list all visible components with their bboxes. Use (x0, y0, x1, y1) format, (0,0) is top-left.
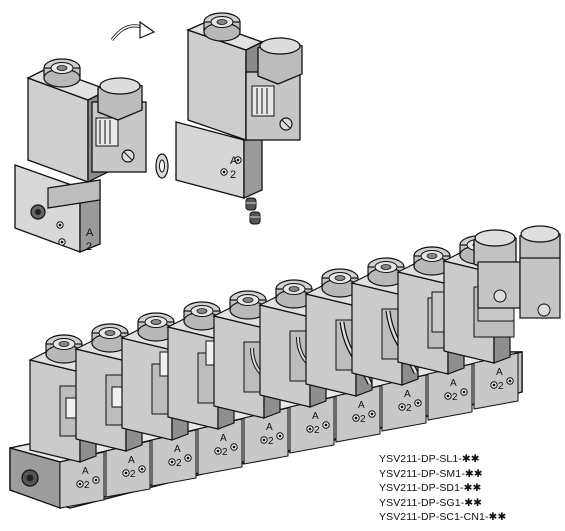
port-label-a-6: A (312, 411, 319, 422)
port-label-2-7: 2 (360, 414, 366, 425)
port-label-2-1: 2 (84, 480, 90, 491)
washer (155, 153, 169, 179)
port-label-a-3: A (174, 444, 181, 455)
model-number: YSV211-DP-SL1-✱✱ (379, 453, 480, 465)
port-label-2-6: 2 (314, 425, 320, 436)
model-number: YSV211-DP-SD1-✱✱ (379, 482, 482, 495)
port-label-a-10: A (496, 367, 503, 378)
port-label-a-7: A (358, 400, 365, 411)
rotation-arrow-icon (110, 20, 156, 41)
port-label-2-3: 2 (176, 458, 182, 469)
port-label-a-2: A (128, 455, 135, 466)
hex-coil-right (473, 225, 561, 319)
port-label-2-4: 2 (222, 447, 228, 458)
manifold-valves: A 2 A 2 A 2 (28, 235, 515, 491)
port-label-2-small: 2 (86, 241, 92, 253)
port-label-a-1: A (82, 466, 89, 477)
port-label-a-9: A (450, 378, 457, 389)
port-label-2-10: 2 (498, 381, 504, 392)
model-number: YSV211-DP-SG1-✱✱ (379, 496, 483, 509)
port-label-2-5: 2 (268, 436, 274, 447)
manifold-stations (59, 352, 519, 509)
model-number-list: YSV211-DP-SL1-✱✱ YSV211-DP-SM1-✱✱ YSV211… (379, 452, 506, 525)
port-label-2-8: 2 (406, 403, 412, 414)
single-valve-left: A 2 (14, 58, 147, 253)
port-label-2-9: 2 (452, 392, 458, 403)
port-label-2-2: 2 (130, 469, 136, 480)
model-number: YSV211-DP-SC1-CN1-✱✱ (379, 511, 507, 524)
port-label-a-8: A (404, 389, 411, 400)
port-label-a-small-2: A (230, 155, 238, 167)
plug-screws (245, 197, 261, 225)
port-label-a-4: A (220, 433, 227, 444)
port-label-2-small-2: 2 (230, 169, 236, 181)
port-label-a-small: A (86, 227, 94, 239)
single-valve-right: A 2 (175, 12, 303, 200)
model-number: YSV211-DP-SM1-✱✱ (379, 467, 483, 480)
port-label-a-5: A (266, 422, 273, 433)
